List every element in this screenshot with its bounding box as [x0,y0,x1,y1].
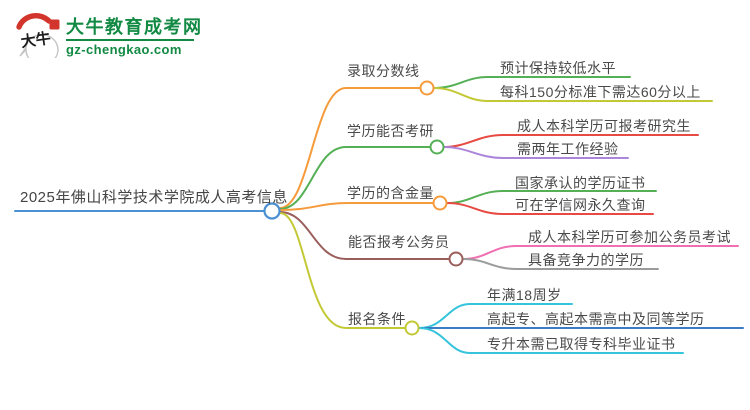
brand-domain: gz-chengkao.com [66,42,182,57]
child-label-score-requirement: 每科150分标准下需达60分以上 [500,84,701,100]
child-line-competitive-degree [462,258,659,270]
branch-dot-admission-score [419,80,435,96]
child-label-postgrad-eligible: 成人本科学历可报考研究生 [517,118,691,134]
branch-dot-degree-value [432,195,448,211]
branch-line-postgrad [279,146,431,210]
root-node-dot [263,202,281,220]
brand-divider [66,39,194,41]
branch-label-postgrad: 学历能否考研 [347,123,434,139]
child-label-competitive-degree: 具备竞争力的学历 [528,252,644,268]
branch-label-admission-score: 录取分数线 [347,63,420,79]
brand-text-block: 大牛教育成考网 gz-chengkao.com [66,12,203,57]
child-label-highschool-requirement: 高起专、高起本需高中及同等学历 [487,311,705,327]
child-line-diploma-requirement [418,327,684,354]
branch-line-enrollment [279,212,406,329]
site-logo[interactable]: 大牛 大牛教育成考网 gz-chengkao.com [14,12,203,58]
branch-label-enrollment: 报名条件 [348,311,406,327]
child-label-civil-service-eligible: 成人本科学历可参加公务员考试 [528,229,731,245]
child-label-postgrad-experience: 需两年工作经验 [517,141,619,157]
child-label-diploma-requirement: 专升本需已取得专科毕业证书 [487,336,676,352]
logo-badge-text: 大牛 [20,29,52,51]
child-line-chsi-query [446,202,654,215]
branch-dot-postgrad [429,139,445,155]
child-label-age-requirement: 年满18周岁 [487,287,562,303]
child-line-postgrad-experience [443,146,629,159]
child-label-chsi-query: 可在学信网永久查询 [515,197,646,213]
child-label-score-level: 预计保持较低水平 [500,60,616,76]
branch-label-civil-service: 能否报考公务员 [348,234,450,250]
child-label-state-recognized: 国家承认的学历证书 [515,175,646,191]
branch-line-civil-service [279,211,450,260]
logo-seal [49,19,60,30]
root-topic: 2025年佛山科学技术学院成人高考信息 [20,189,288,206]
child-line-score-requirement [433,87,713,102]
branch-dot-enrollment [404,320,420,336]
logo-red-arc [16,13,52,30]
logo-bubble-icon: 大牛 [16,13,60,58]
branch-label-degree-value: 学历的含金量 [347,185,434,201]
branch-dot-civil-service [448,251,464,267]
branch-line-degree-value [279,202,434,211]
brand-name: 大牛教育成考网 [66,17,203,37]
branch-line-admission-score [279,87,421,209]
logo-bubble-shape [19,33,59,58]
